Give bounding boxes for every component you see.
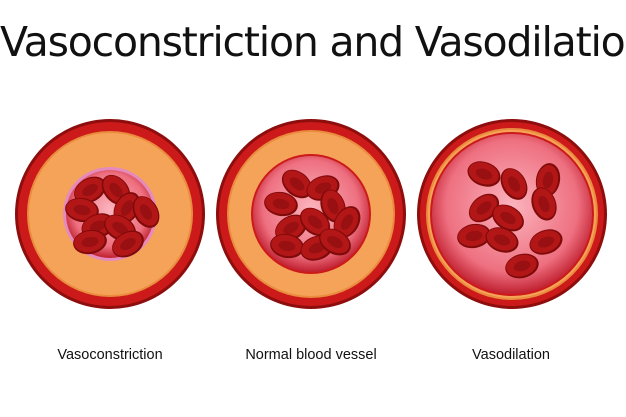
red-blood-cell	[132, 196, 160, 228]
normal-cross-section	[216, 119, 406, 309]
red-blood-cell	[485, 227, 519, 253]
red-blood-cell	[467, 161, 501, 187]
red-blood-cell	[281, 169, 313, 199]
red-blood-cell	[319, 228, 351, 256]
red-blood-cell	[299, 207, 331, 237]
vasoconstriction-label: Vasoconstriction	[57, 347, 163, 363]
red-blood-cell	[270, 233, 304, 259]
vasoconstriction-vessel-illustration	[14, 118, 206, 310]
red-blood-cell	[112, 230, 144, 258]
vasoconstriction-cross-section	[15, 119, 205, 309]
red-blood-cell	[264, 191, 298, 217]
vasodilation-vessel-illustration	[416, 118, 608, 310]
red-blood-cell	[65, 197, 99, 223]
red-blood-cell	[492, 204, 524, 232]
red-blood-cell	[505, 253, 539, 279]
normal-blood-vessel-label: Normal blood vessel	[245, 347, 377, 363]
red-blood-cell	[468, 193, 500, 223]
vasodilation-label: Vasodilation	[472, 347, 550, 363]
vasodilation-cross-section	[417, 119, 607, 309]
red-blood-cell	[531, 187, 557, 221]
diagram-title: Vasoconstriction and Vasodilation	[0, 18, 626, 66]
red-blood-cell	[457, 223, 491, 249]
red-blood-cell	[500, 168, 528, 200]
red-blood-cell	[529, 229, 563, 255]
red-blood-cell	[333, 206, 361, 238]
normal-blood-vessel-illustration	[215, 118, 407, 310]
red-blood-cell	[74, 176, 106, 204]
red-blood-cell	[73, 229, 107, 255]
